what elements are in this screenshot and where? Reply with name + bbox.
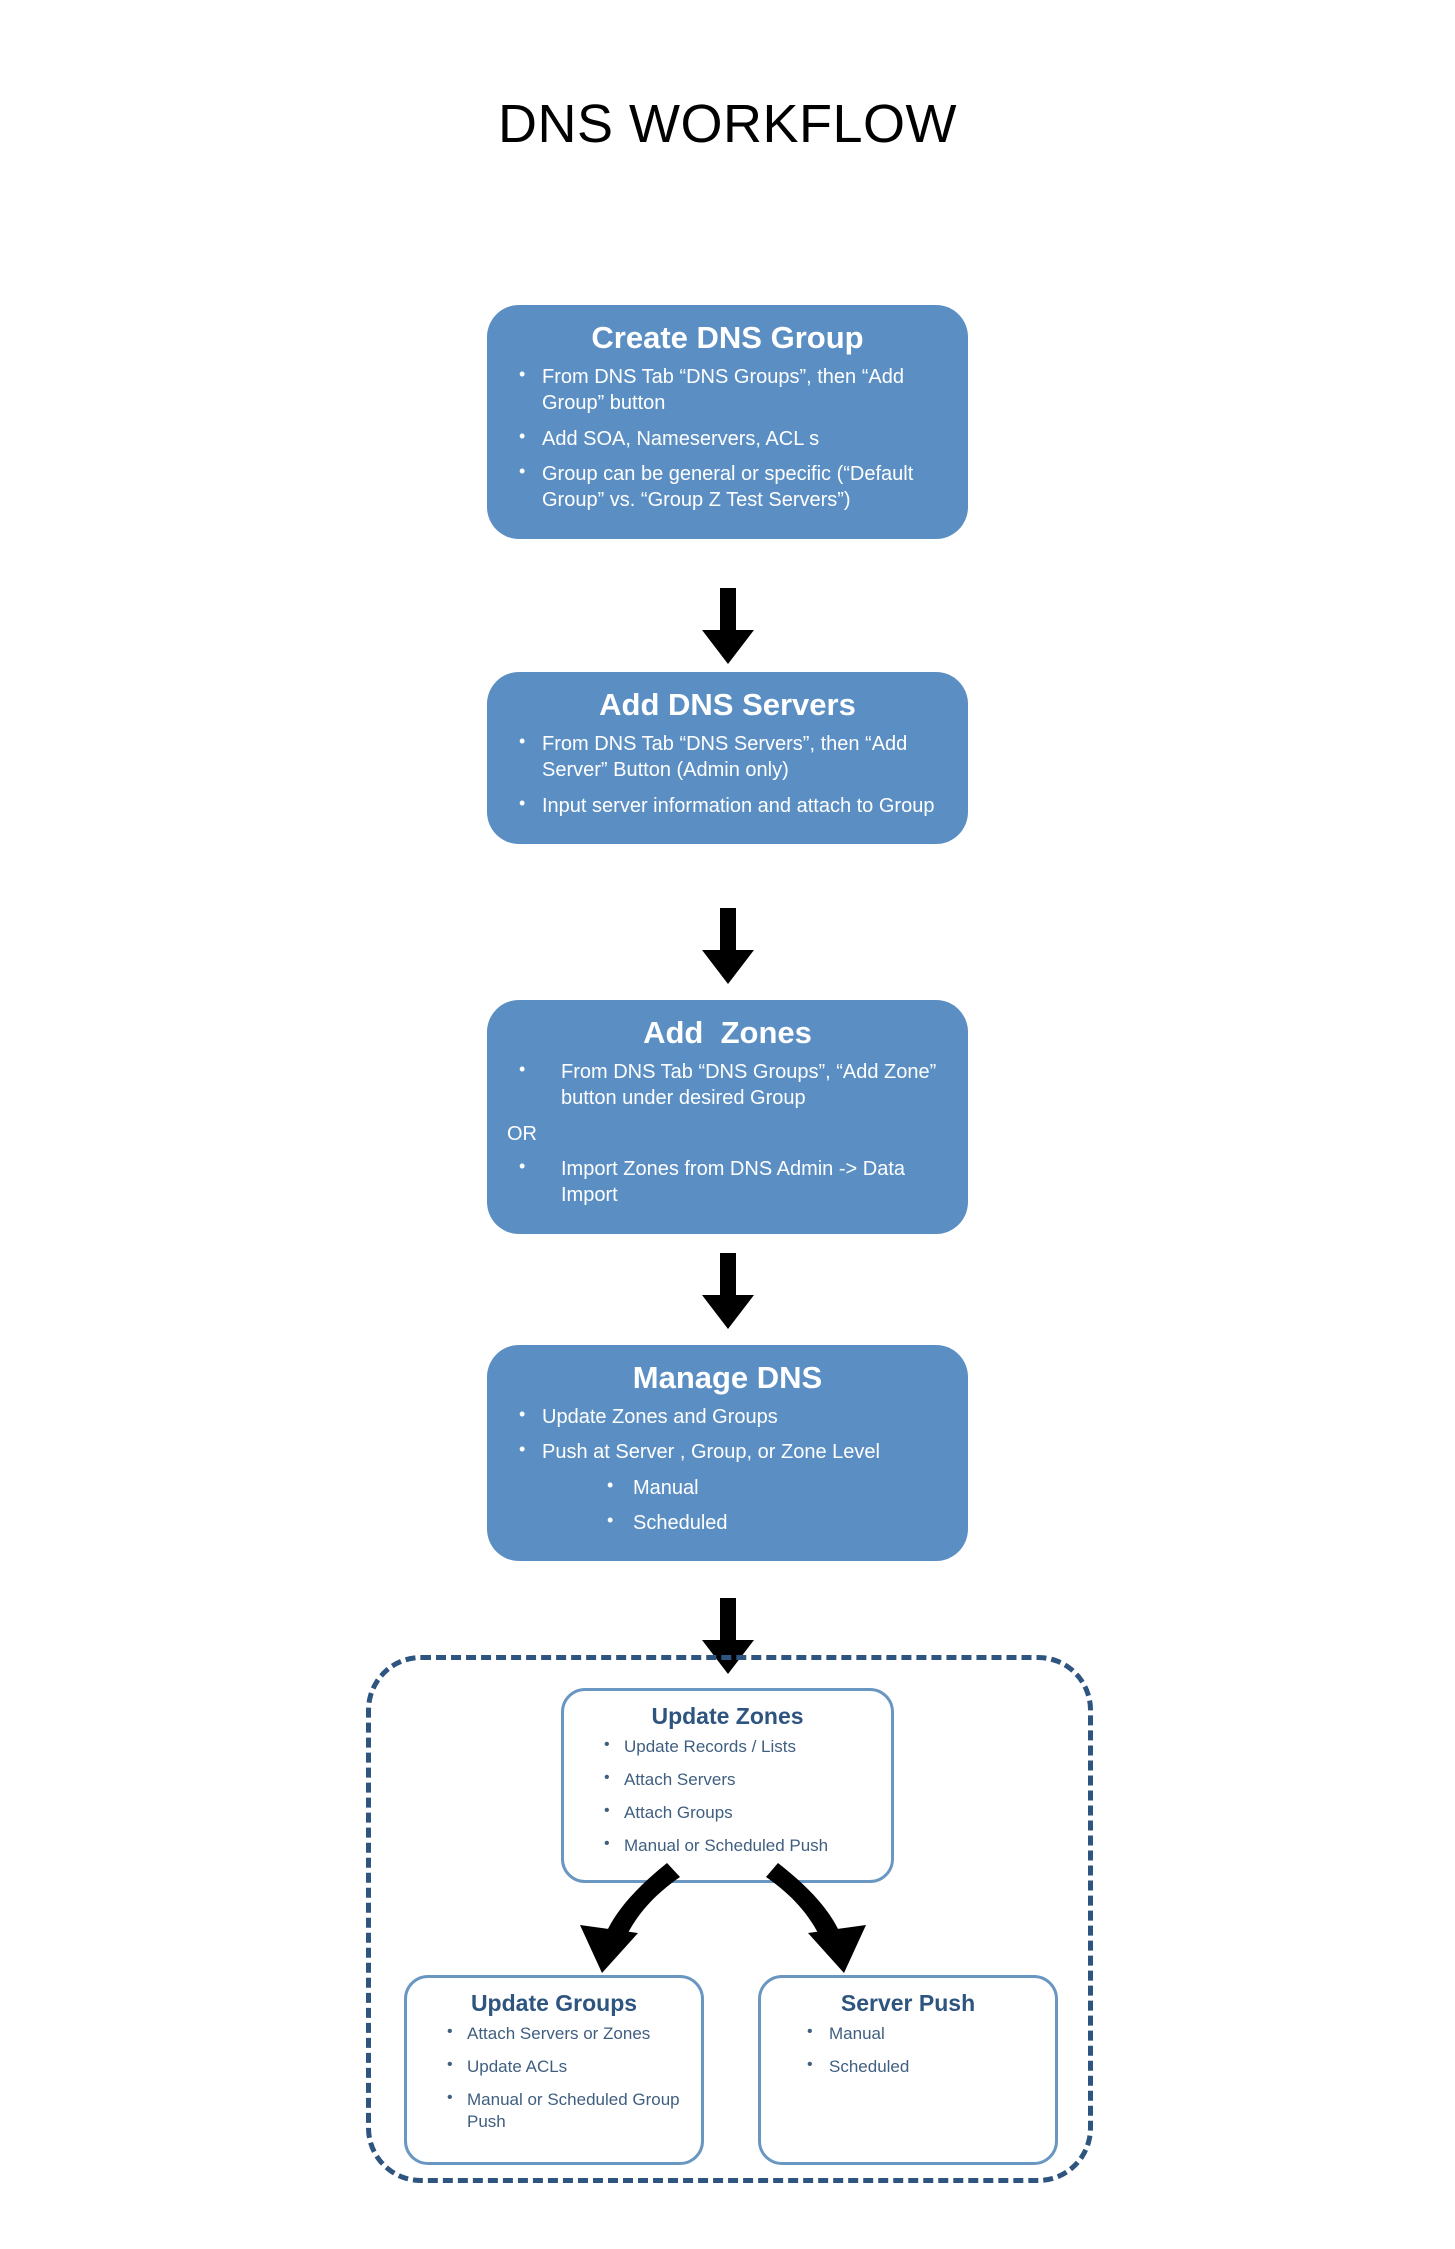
step-box-manage-dns: Manage DNS Update Zones and Groups Push …: [487, 1345, 968, 1562]
list-item: From DNS Tab “DNS Servers”, then “Add Se…: [505, 730, 950, 784]
sub-box-title: Update Zones: [651, 1703, 804, 1729]
list-item: From DNS Tab “DNS Groups”, then “Add Gro…: [505, 363, 950, 417]
list-item: Manual: [505, 1474, 950, 1501]
step-bullet-list: From DNS Tab “DNS Servers”, then “Add Se…: [505, 730, 950, 819]
list-item: Add SOA, Nameservers, ACL s: [505, 425, 950, 452]
separator-or: OR: [507, 1122, 537, 1145]
curved-arrow-left-icon: [580, 1863, 680, 1973]
list-item: Manual or Scheduled Push: [578, 1834, 877, 1857]
down-arrow-icon: [688, 908, 768, 988]
branch-arrows: [520, 1855, 940, 2005]
step-title: Add Zones: [643, 1015, 812, 1050]
sub-bullet-list: Attach Servers or Zones Update ACLs Manu…: [421, 2022, 687, 2133]
step-box-create-dns-group: Create DNS Group From DNS Tab “DNS Group…: [487, 305, 968, 539]
list-item: Attach Servers or Zones: [421, 2022, 687, 2045]
list-item: From DNS Tab “DNS Groups”, “Add Zone” bu…: [505, 1058, 950, 1112]
sub-box-title: Update Groups: [470, 1990, 638, 2016]
page-title: DNS WORKFLOW: [498, 94, 957, 154]
step-bullet-list: Update Zones and Groups Push at Server ,…: [505, 1403, 950, 1466]
step-title: Add DNS Servers: [599, 687, 856, 722]
sub-box-server-push: Server Push Manual Scheduled: [758, 1975, 1058, 2165]
list-item: Attach Groups: [578, 1801, 877, 1824]
sub-box-title: Server Push: [840, 1990, 976, 2016]
list-item: Update ACLs: [421, 2055, 687, 2078]
sub-bullet-list: Manual Scheduled: [775, 2022, 1041, 2078]
manage-dns-group-container: [366, 1655, 1093, 2183]
sub-box-update-zones: Update Zones Update Records / Lists Atta…: [561, 1688, 894, 1883]
curved-arrow-right-icon: [766, 1863, 866, 1973]
list-item: Manual or Scheduled Group Push: [421, 2088, 687, 2133]
list-item: Update Zones and Groups: [505, 1403, 950, 1430]
down-arrow-icon: [688, 588, 768, 668]
list-item: Attach Servers: [578, 1768, 877, 1791]
step-box-add-zones: Add Zones From DNS Tab “DNS Groups”, “Ad…: [487, 1000, 968, 1234]
sub-bullet-list: Update Records / Lists Attach Servers At…: [578, 1735, 877, 1857]
step-box-add-dns-servers: Add DNS Servers From DNS Tab “DNS Server…: [487, 672, 968, 844]
sub-box-update-groups: Update Groups Attach Servers or Zones Up…: [404, 1975, 704, 2165]
list-item: Scheduled: [505, 1509, 950, 1536]
list-item: Manual: [775, 2022, 1041, 2045]
down-arrow-icon: [688, 1253, 768, 1333]
step-title: Create DNS Group: [591, 320, 864, 355]
list-item: Push at Server , Group, or Zone Level: [505, 1438, 950, 1465]
step-bullet-list: From DNS Tab “DNS Groups”, then “Add Gro…: [505, 363, 950, 514]
step-sub-bullet-list: Manual Scheduled: [505, 1474, 950, 1537]
list-item: Import Zones from DNS Admin -> Data Impo…: [505, 1155, 950, 1209]
list-item: Group can be general or specific (“Defau…: [505, 460, 950, 514]
list-item: Input server information and attach to G…: [505, 792, 950, 819]
list-item: Update Records / Lists: [578, 1735, 877, 1758]
step-bullet-list: From DNS Tab “DNS Groups”, “Add Zone” bu…: [505, 1058, 950, 1112]
step-bullet-list-secondary: Import Zones from DNS Admin -> Data Impo…: [505, 1155, 950, 1209]
list-item: Scheduled: [775, 2055, 1041, 2078]
step-title: Manage DNS: [632, 1360, 823, 1395]
